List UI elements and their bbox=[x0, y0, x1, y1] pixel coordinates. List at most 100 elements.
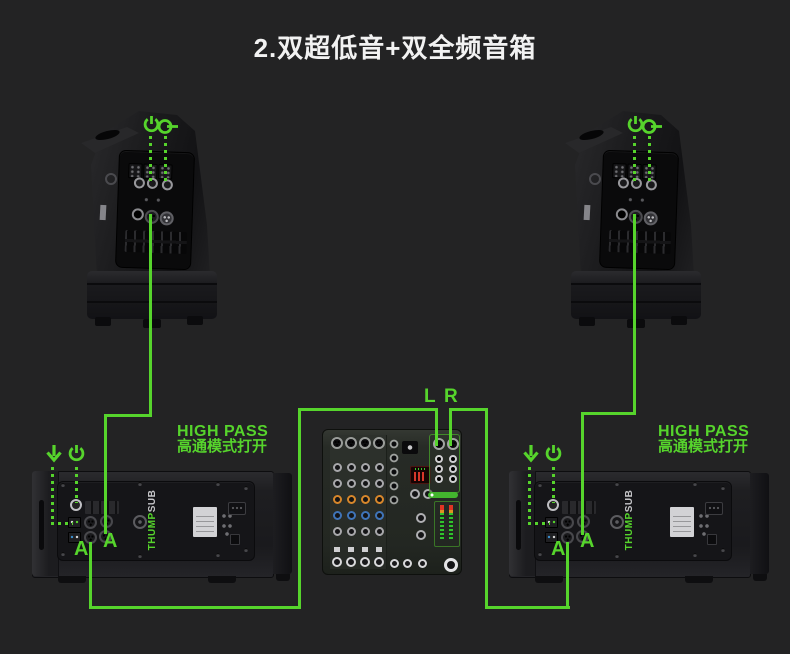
speaker-rear-panel bbox=[114, 149, 196, 271]
screw bbox=[244, 486, 248, 490]
brand-plate bbox=[402, 441, 418, 454]
speaker-side-label bbox=[99, 204, 107, 221]
sub-foot bbox=[753, 574, 767, 581]
screw bbox=[693, 553, 697, 557]
sub-model-text: THUMPSUB bbox=[147, 488, 159, 552]
subwoofer-side bbox=[273, 473, 292, 574]
main-out-left-xlr bbox=[433, 438, 445, 450]
callout-dotted-line bbox=[648, 136, 651, 182]
cable-mixerL-to-leftsub bbox=[89, 542, 92, 609]
channel-label bbox=[348, 547, 354, 552]
cable-mixerR-to-rightsub bbox=[566, 542, 569, 609]
callout-dotted-line bbox=[51, 467, 54, 525]
callout-dotted-line bbox=[164, 136, 167, 182]
cable-mixerR-to-rightsub bbox=[485, 606, 570, 609]
dip-switch bbox=[612, 163, 627, 179]
knob bbox=[347, 463, 356, 472]
screw bbox=[61, 552, 65, 556]
sub-foot bbox=[535, 576, 563, 583]
screw bbox=[693, 482, 697, 486]
channel-label bbox=[362, 547, 368, 552]
output-jack bbox=[435, 465, 443, 473]
stereo-jack-inputs bbox=[388, 437, 400, 507]
right-subwoofer: THUMPSUB bbox=[507, 470, 771, 586]
callout-dotted-line bbox=[528, 522, 550, 525]
sub-foot bbox=[58, 576, 86, 583]
output-jack bbox=[435, 475, 443, 483]
output-jack bbox=[449, 465, 457, 473]
eq-knob bbox=[361, 495, 370, 504]
left-fullrange-speaker bbox=[81, 105, 223, 335]
eq-knob bbox=[361, 511, 370, 520]
brand-logo-icon bbox=[589, 173, 601, 185]
cable-leftsub-to-leftspeaker bbox=[104, 414, 107, 534]
sub-foot bbox=[685, 576, 713, 583]
knob bbox=[347, 527, 356, 536]
speaker-foot bbox=[143, 319, 161, 328]
eq-knob bbox=[375, 511, 384, 520]
jack-input bbox=[615, 208, 629, 221]
cable-rightsub-to-rightspeaker bbox=[581, 412, 584, 535]
vent-grid bbox=[124, 229, 188, 255]
subwoofer-side bbox=[750, 473, 769, 574]
level-knob bbox=[403, 559, 412, 568]
brand-logo-icon bbox=[133, 515, 147, 529]
xlr-thru-output bbox=[159, 211, 174, 226]
xlr-input-b bbox=[561, 516, 574, 529]
knob bbox=[361, 463, 370, 472]
polarity-switch bbox=[545, 532, 558, 543]
sub-model-text: THUMPSUB bbox=[624, 488, 636, 552]
sub-foot bbox=[208, 576, 236, 583]
level-knob bbox=[390, 559, 399, 568]
output-jack bbox=[449, 455, 457, 463]
channel-a-label: A bbox=[103, 530, 118, 552]
spec-sticker bbox=[670, 507, 694, 537]
screw bbox=[61, 483, 65, 487]
mixer-channel-strip bbox=[372, 435, 387, 569]
eq-knob bbox=[347, 511, 356, 520]
speaker-foot bbox=[95, 317, 111, 326]
model-badge bbox=[428, 492, 458, 498]
channel-label bbox=[376, 547, 382, 552]
knob bbox=[375, 463, 384, 472]
high-pass-note-zh: 高通模式打开 bbox=[658, 438, 749, 455]
power-inlet bbox=[228, 502, 246, 515]
speaker-foot bbox=[187, 316, 203, 325]
screw bbox=[244, 548, 248, 552]
callout-dotted-line bbox=[552, 467, 555, 503]
main-level-knob bbox=[444, 558, 458, 572]
sub-brand-text: THUMP bbox=[147, 512, 158, 551]
screw bbox=[615, 482, 619, 486]
panel-markings bbox=[626, 195, 651, 204]
level-meter bbox=[440, 505, 444, 541]
right-fullrange-speaker bbox=[565, 105, 707, 335]
eq-knob bbox=[333, 495, 342, 504]
knob-level-icon bbox=[157, 119, 178, 134]
cable-mixerR-to-rightsub bbox=[485, 408, 488, 609]
subwoofer-handle-slot bbox=[39, 500, 44, 550]
speaker-base bbox=[87, 271, 217, 319]
screw bbox=[538, 552, 542, 556]
callout-dotted-line bbox=[149, 136, 152, 182]
polarity-switch bbox=[68, 532, 81, 543]
speaker-foot bbox=[627, 319, 645, 328]
screw bbox=[538, 483, 542, 487]
jack-input bbox=[131, 208, 145, 221]
main-out-right-label: R bbox=[444, 386, 458, 407]
mixer bbox=[322, 429, 462, 575]
level-knob bbox=[360, 557, 370, 567]
screw bbox=[216, 482, 220, 486]
cable-mixerR-to-rightsub bbox=[449, 409, 452, 446]
vent-grid bbox=[608, 229, 672, 255]
callout-dotted-line bbox=[633, 136, 636, 182]
cable-leftsub-to-leftspeaker bbox=[149, 214, 152, 417]
cable-mixerL-to-leftsub bbox=[298, 408, 301, 609]
level-knob bbox=[418, 559, 427, 568]
cable-mixerR-to-rightsub bbox=[449, 408, 488, 411]
level-knob bbox=[346, 557, 356, 567]
power-switch bbox=[707, 534, 717, 545]
channel-a-label: A bbox=[74, 538, 89, 560]
dip-switch bbox=[128, 163, 143, 179]
sub-foot bbox=[276, 574, 290, 581]
